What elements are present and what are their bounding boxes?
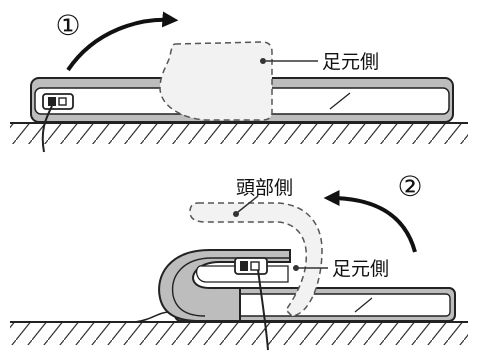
ground-1 bbox=[10, 122, 468, 144]
cable-2-ground bbox=[30, 311, 171, 323]
head-side-ghost bbox=[189, 202, 323, 317]
foot-side-ghost-1 bbox=[159, 41, 273, 121]
step-2-number: ② bbox=[397, 170, 422, 203]
fold-arrow-2 bbox=[323, 190, 417, 253]
cable-1 bbox=[41, 105, 53, 153]
ground-2 bbox=[10, 321, 468, 345]
label-foot-side-2: 足元側 bbox=[332, 258, 389, 280]
label-head-side: 頭部側 bbox=[236, 177, 293, 199]
fold-arrow-1 bbox=[66, 11, 179, 72]
cable-2 bbox=[257, 269, 269, 351]
step-1-number: ① bbox=[55, 9, 80, 42]
mattress-folded bbox=[158, 249, 456, 322]
controller-plug-1 bbox=[42, 93, 74, 110]
step-2-panel: ② 頭部側 足元側 bbox=[10, 170, 468, 351]
label-foot-side-1: 足元側 bbox=[322, 51, 379, 73]
step-1-panel: ① 足元側 bbox=[10, 9, 468, 153]
